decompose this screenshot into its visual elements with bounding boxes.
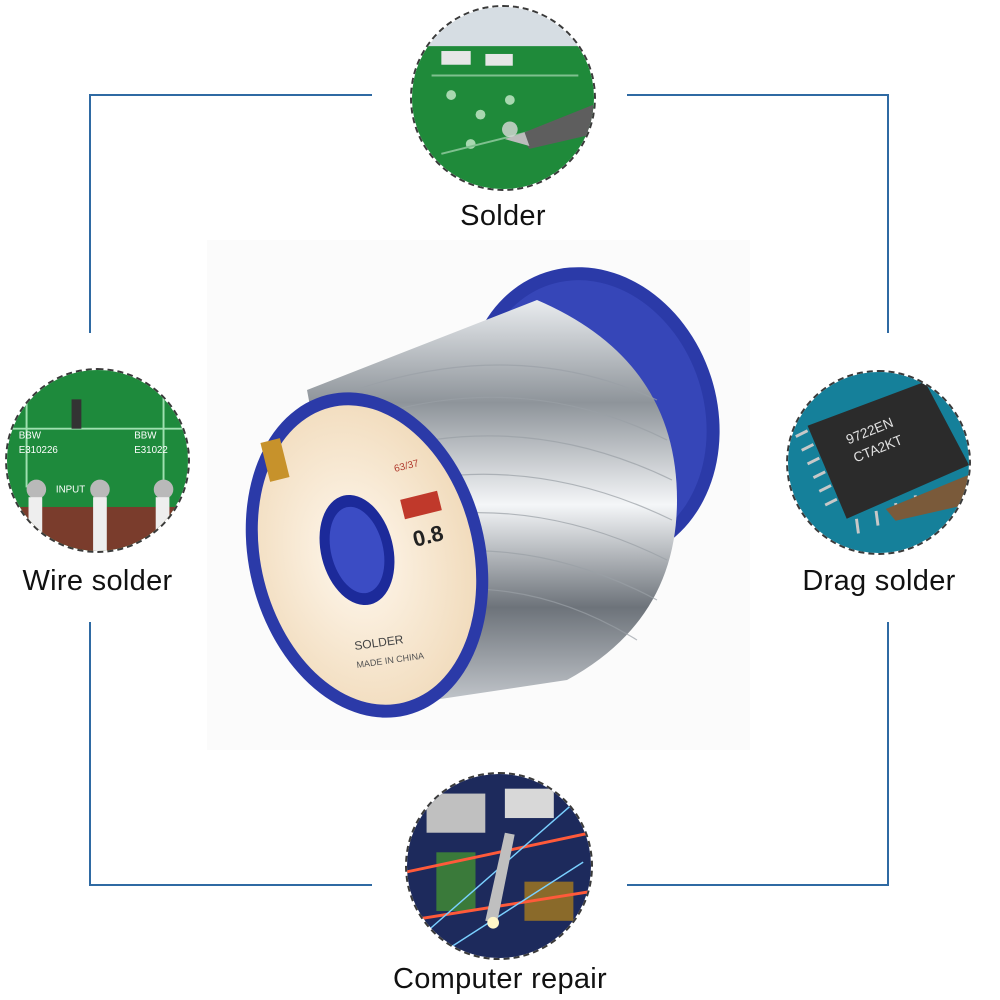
frame-line-bottom-right	[627, 622, 889, 886]
svg-text:BBW: BBW	[19, 430, 42, 441]
solder-label: Solder	[460, 200, 546, 232]
wire-solder-application-image: BBW BBW E310226 E31022 INPUT	[5, 368, 190, 553]
frame-line-top-left	[89, 94, 372, 333]
computer-repair-application-image	[405, 772, 593, 960]
computer-repair-label: Computer repair	[392, 963, 608, 995]
solder-application-image	[410, 5, 596, 191]
spool-product-word: SOLDER	[353, 632, 404, 653]
frame-line-top-right	[627, 94, 889, 333]
solder-spool-image: 0.8 SOLDER MADE IN CHINA 63/37	[207, 240, 750, 750]
frame-line-bottom-left	[89, 622, 372, 886]
svg-text:E310226: E310226	[19, 445, 58, 456]
drag-solder-label: Drag solder	[802, 565, 956, 597]
svg-text:BBW: BBW	[134, 430, 157, 441]
svg-text:E31022: E31022	[134, 445, 168, 456]
svg-text:INPUT: INPUT	[56, 484, 85, 495]
wire-solder-label: Wire solder	[22, 565, 173, 597]
